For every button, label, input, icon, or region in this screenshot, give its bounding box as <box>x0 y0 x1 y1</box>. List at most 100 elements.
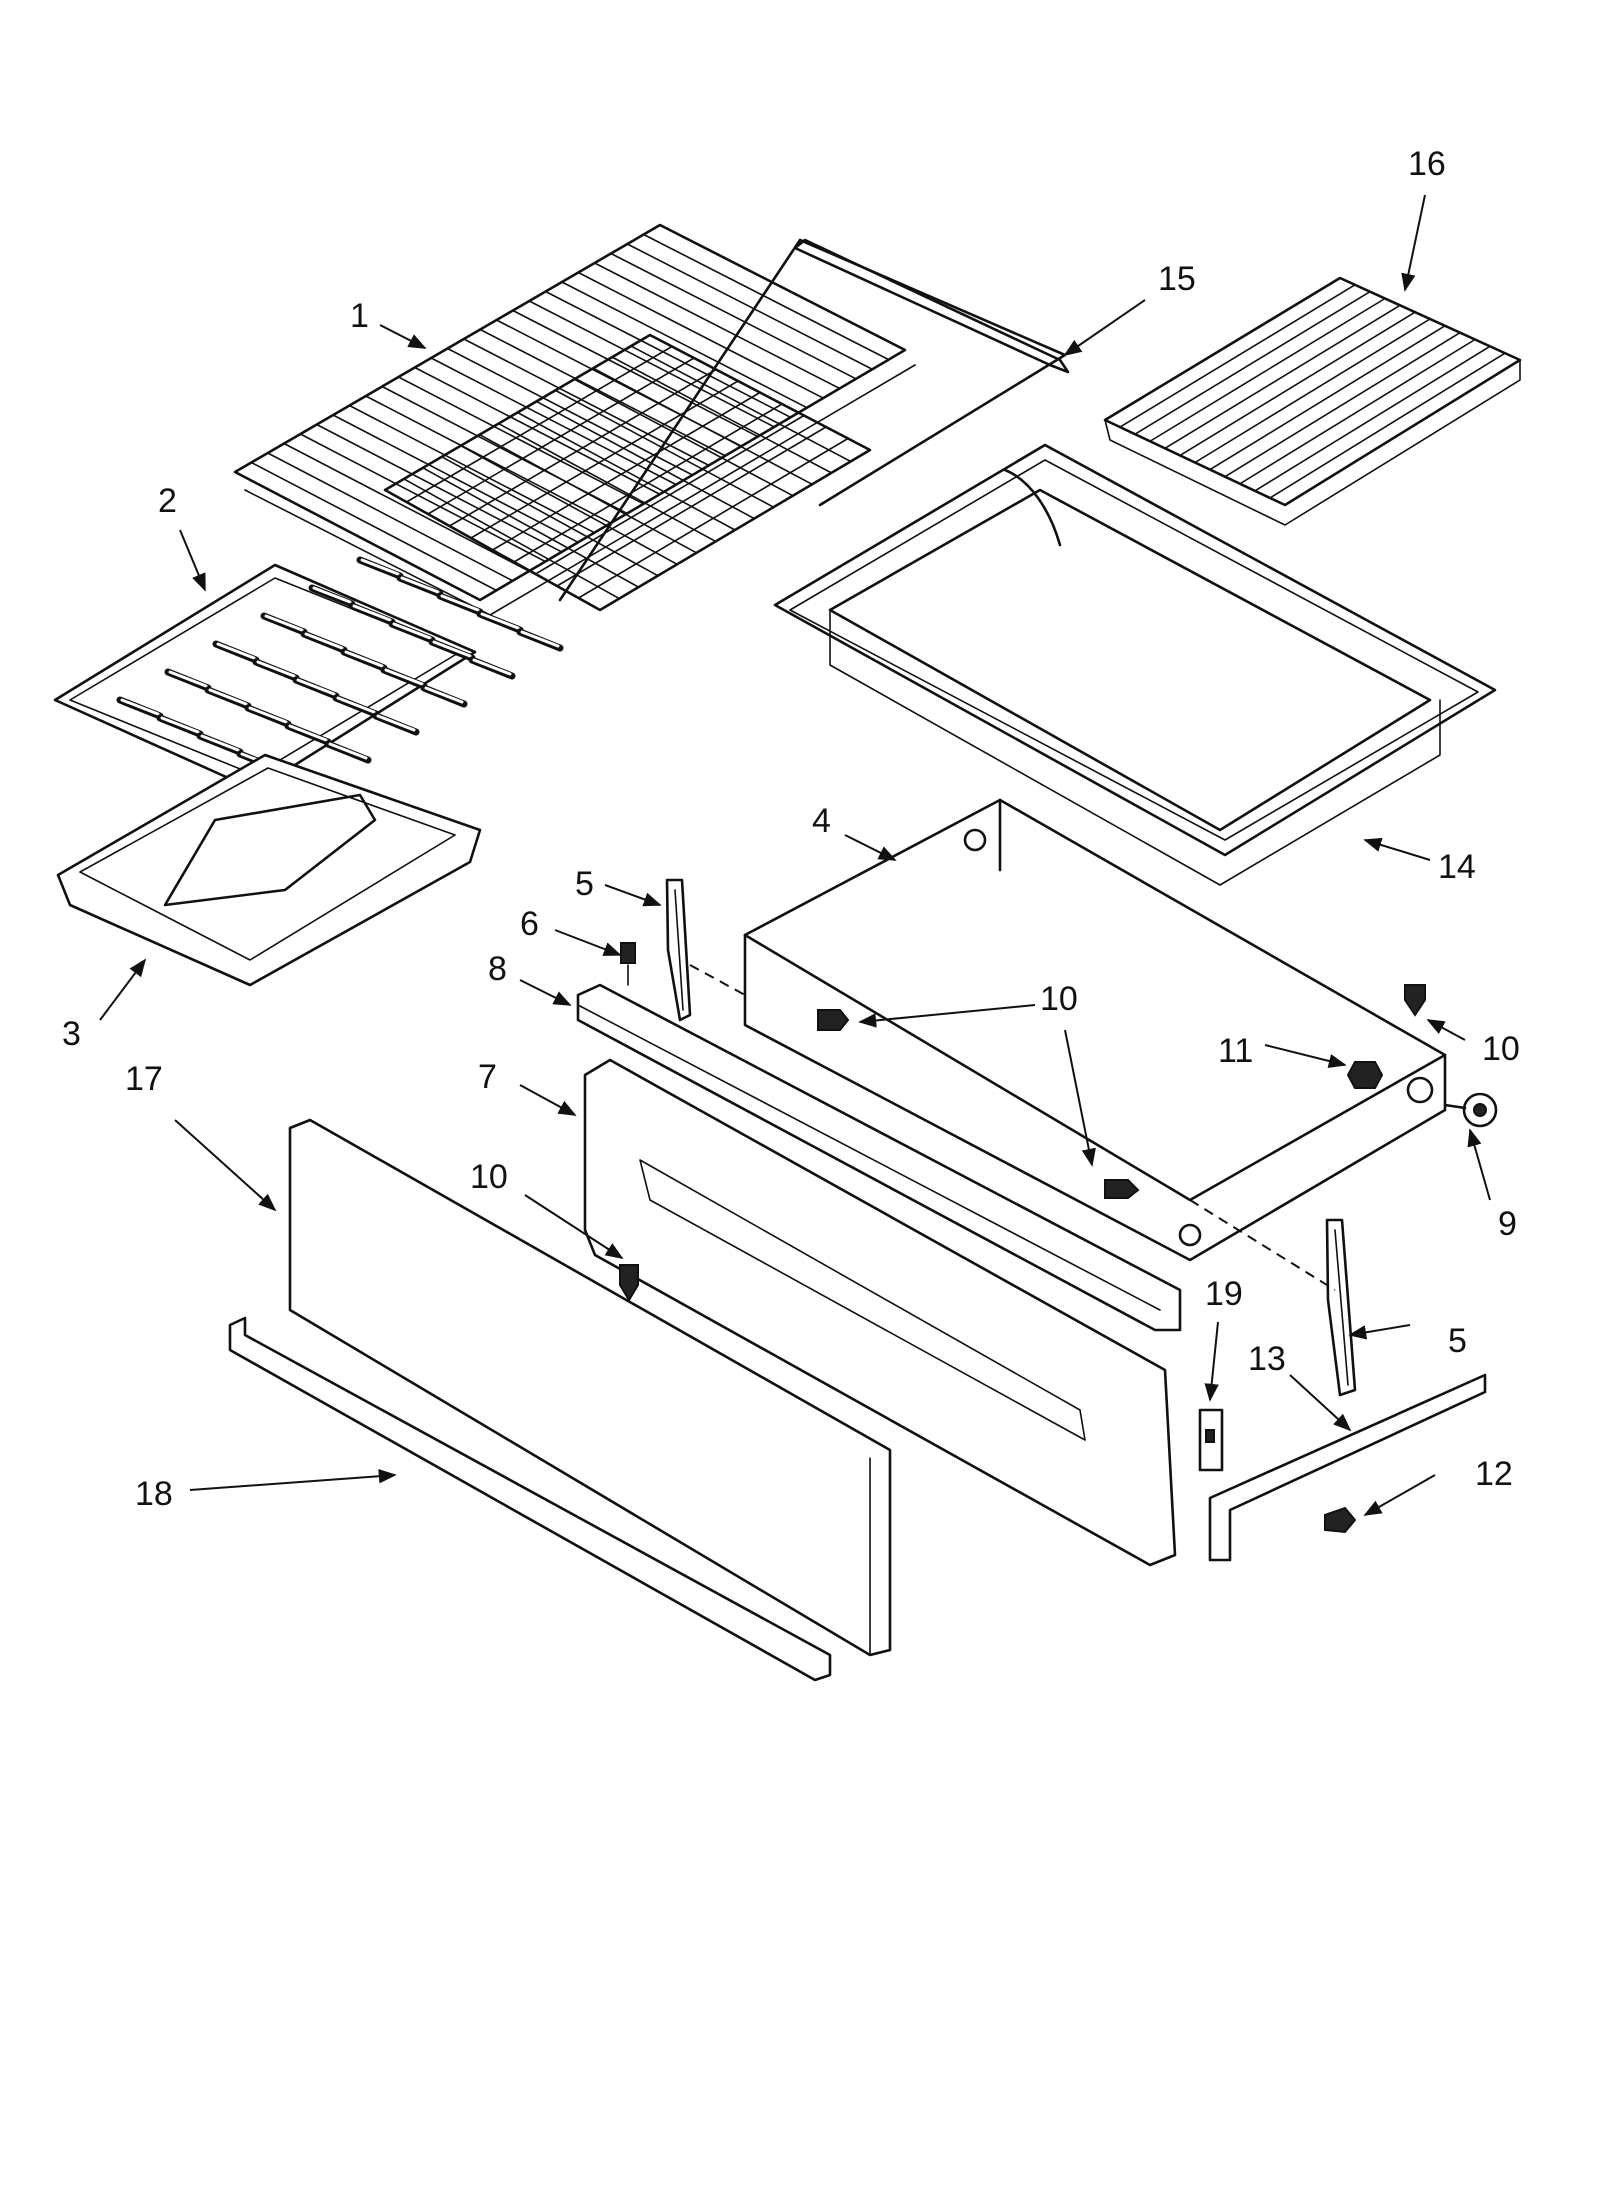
screw-10-frame-center <box>1104 1179 1140 1199</box>
side-rail <box>1208 1373 1487 1562</box>
broiler-slot-inner <box>256 660 296 678</box>
wire-line <box>364 395 612 524</box>
callout-12: 12 <box>1475 1455 1513 1493</box>
wire-line <box>1149 297 1386 443</box>
drawer-pan <box>773 443 1497 886</box>
callout-5-left: 5 <box>575 865 594 903</box>
wire-line <box>1224 331 1461 478</box>
callout-14: 14 <box>1438 848 1476 886</box>
screw-10-drawer-left <box>817 1009 850 1031</box>
wire-line <box>266 452 514 582</box>
broiler-slot-inner <box>328 742 368 760</box>
wire-line <box>1239 338 1476 485</box>
wire-line <box>544 290 792 419</box>
wire-line <box>577 271 825 399</box>
callout-6: 6 <box>520 905 539 943</box>
broiler-slot-inner <box>336 696 376 714</box>
wire-line <box>250 461 498 592</box>
broiler-slot-inner <box>352 604 392 622</box>
wire-line <box>626 243 874 371</box>
broiler-slot-inner <box>168 670 208 688</box>
broiler-slot-inner <box>472 658 512 676</box>
bracket <box>1198 1408 1224 1472</box>
broiler-slot-inner <box>344 650 384 668</box>
wire-line <box>1254 345 1491 492</box>
screw-12 <box>1324 1506 1357 1534</box>
wire-line <box>593 262 841 390</box>
broiler-slot-inner <box>248 706 288 724</box>
callout-1: 1 <box>350 297 369 335</box>
callout-11: 11 <box>1218 1032 1253 1070</box>
broiler-grid <box>53 556 564 792</box>
broiler-slot-inner <box>432 640 472 658</box>
broiler-slot-inner <box>264 614 304 632</box>
wire-line <box>561 281 808 409</box>
wire-line <box>1119 284 1356 428</box>
callout-13: 13 <box>1248 1340 1286 1378</box>
callout-18: 18 <box>135 1475 173 1513</box>
callout-4: 4 <box>812 802 831 840</box>
wire-line <box>397 376 645 505</box>
wire-line <box>1179 311 1416 457</box>
wire-line <box>528 300 776 428</box>
broiler-slot-inner <box>304 632 344 650</box>
wire-line <box>491 391 761 551</box>
broiler-slot-inner <box>120 698 160 716</box>
broiler-slot-inner <box>360 558 400 576</box>
bottom-trim <box>228 1316 832 1682</box>
wire-line <box>299 433 547 563</box>
wire-line <box>1134 290 1371 435</box>
callout-5-right: 5 <box>1448 1322 1467 1360</box>
wire-line <box>448 368 717 527</box>
wire-line <box>470 380 739 539</box>
rack-guide <box>793 238 1070 374</box>
callout-2: 2 <box>158 482 177 520</box>
broiler-slot-inner <box>424 686 464 704</box>
broiler-slot-inner <box>312 586 352 604</box>
callout-8: 8 <box>488 950 507 988</box>
broiler-slot-inner <box>216 642 256 660</box>
oven-rack-small <box>383 238 1067 612</box>
callout-17: 17 <box>125 1060 163 1098</box>
wire-line <box>315 423 563 553</box>
wire-line <box>283 442 530 572</box>
nut-11 <box>1346 1061 1384 1089</box>
wire-line <box>610 252 857 380</box>
oven-rack-large <box>233 223 916 616</box>
wire-line <box>414 366 661 496</box>
wire-line <box>348 404 596 534</box>
screw-10-frame-right <box>1404 984 1426 1017</box>
drawer-slide-right <box>1325 1218 1357 1397</box>
wire-line <box>1269 352 1506 499</box>
roller-9 <box>1443 1092 1498 1128</box>
screw-10-panel <box>619 1264 639 1302</box>
callout-15: 15 <box>1158 260 1196 298</box>
callout-16: 16 <box>1408 145 1446 183</box>
drawer-frame <box>743 798 1447 1262</box>
wire-line <box>534 414 805 575</box>
wire-line <box>1164 304 1401 450</box>
wire-line <box>479 328 726 457</box>
drawer-slide-left <box>665 878 692 1022</box>
wire-shelf <box>1103 276 1522 526</box>
broiler-slot-inner <box>400 576 440 594</box>
wire-line <box>513 403 783 563</box>
callout-9: 9 <box>1498 1205 1517 1243</box>
wire-line <box>463 338 710 467</box>
wire-line <box>577 437 849 599</box>
callout-10-panel: 10 <box>470 1158 508 1196</box>
wire-line <box>446 347 694 476</box>
wire-line <box>430 357 677 486</box>
wire-line <box>405 345 673 503</box>
kick-panel <box>288 1118 892 1657</box>
door-trim <box>576 983 1182 1332</box>
wire-line <box>642 233 890 361</box>
wire-line <box>427 357 695 515</box>
broiler-slot-inner <box>208 688 248 706</box>
broiler-slot-inner <box>200 734 240 752</box>
leader-lines <box>99 194 1491 1516</box>
wire-line <box>512 309 759 438</box>
callout-10-frame-right: 10 <box>1482 1030 1520 1068</box>
broiler-slot-inner <box>392 622 432 640</box>
